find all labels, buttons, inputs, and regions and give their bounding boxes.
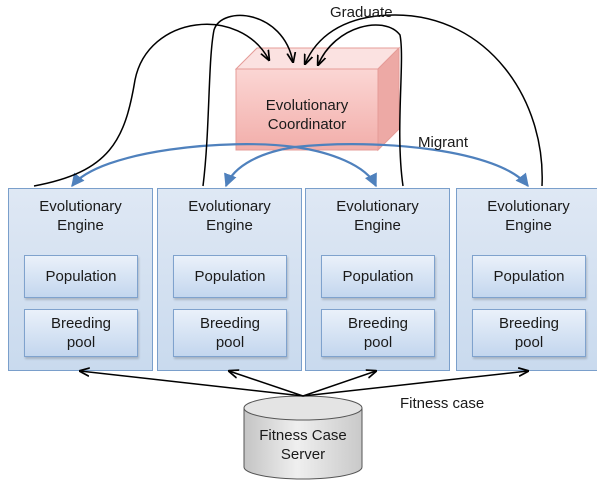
engine-1: Evolutionary Engine Population Breeding p… <box>8 188 153 371</box>
breeding-line2: pool <box>363 334 393 351</box>
migrant-label: Migrant <box>418 134 469 151</box>
breeding-pool-box: Breeding pool <box>24 309 138 357</box>
graduate-arrow-3 <box>318 24 404 187</box>
engine-title: Evolutionary Engine <box>158 197 301 235</box>
engine-title: Evolutionary Engine <box>306 197 449 235</box>
graduate-arrow-2 <box>202 14 293 187</box>
engine-title: Evolutionary Engine <box>9 197 152 235</box>
breeding-line1: Breeding <box>498 315 560 332</box>
breeding-pool-box: Breeding pool <box>321 309 435 357</box>
graduate-arrow-4 <box>305 14 543 187</box>
population-label: Population <box>45 268 117 285</box>
coordinator-label: Evolutionary Coordinator <box>236 96 378 134</box>
population-box: Population <box>24 255 138 298</box>
migrant-arc-inner-left <box>224 145 296 188</box>
engine-title-line1: Evolutionary <box>188 198 271 215</box>
server-line1: Fitness Case <box>259 427 347 444</box>
engine-title: Evolutionary Engine <box>457 197 597 235</box>
fitness-arrow-3 <box>302 371 376 397</box>
engine-title-line2: Engine <box>354 217 401 234</box>
engine-4: Evolutionary Engine Population Breeding p… <box>456 188 597 371</box>
engine-title-line2: Engine <box>57 217 104 234</box>
graduate-arrow-1 <box>33 23 269 187</box>
engine-title-line1: Evolutionary <box>487 198 570 215</box>
migrant-arc-right <box>294 143 529 188</box>
migrant-arc-left <box>71 143 296 188</box>
engine-title-line2: Engine <box>505 217 552 234</box>
coordinator-line1: Evolutionary <box>265 97 349 114</box>
engine-title-line1: Evolutionary <box>39 198 122 215</box>
migrant-arc-inner-right <box>294 145 377 188</box>
population-label: Population <box>493 268 565 285</box>
breeding-pool-box: Breeding pool <box>472 309 586 357</box>
breeding-line2: pool <box>514 334 544 351</box>
population-label: Population <box>194 268 266 285</box>
graduate-label: Graduate <box>330 4 393 21</box>
population-box: Population <box>321 255 435 298</box>
engine-2: Evolutionary Engine Population Breeding p… <box>157 188 302 371</box>
fitness-arrow-2 <box>229 371 304 397</box>
engine-title-line1: Evolutionary <box>336 198 419 215</box>
engine-title-line2: Engine <box>206 217 253 234</box>
server-line2: Server <box>280 446 326 463</box>
population-box: Population <box>173 255 287 298</box>
coordinator-line2: Coordinator <box>267 116 347 133</box>
breeding-pool-box: Breeding pool <box>173 309 287 357</box>
engine-3: Evolutionary Engine Population Breeding p… <box>305 188 450 371</box>
breeding-line2: pool <box>215 334 245 351</box>
server-label: Fitness Case Server <box>244 426 362 464</box>
fitness-arrow-1 <box>80 371 304 397</box>
breeding-line2: pool <box>66 334 96 351</box>
fitness-arrow-4 <box>302 371 528 397</box>
population-box: Population <box>472 255 586 298</box>
breeding-line1: Breeding <box>50 315 112 332</box>
fitness-case-label: Fitness case <box>400 395 485 412</box>
breeding-line1: Breeding <box>347 315 409 332</box>
breeding-line1: Breeding <box>199 315 261 332</box>
population-label: Population <box>342 268 414 285</box>
